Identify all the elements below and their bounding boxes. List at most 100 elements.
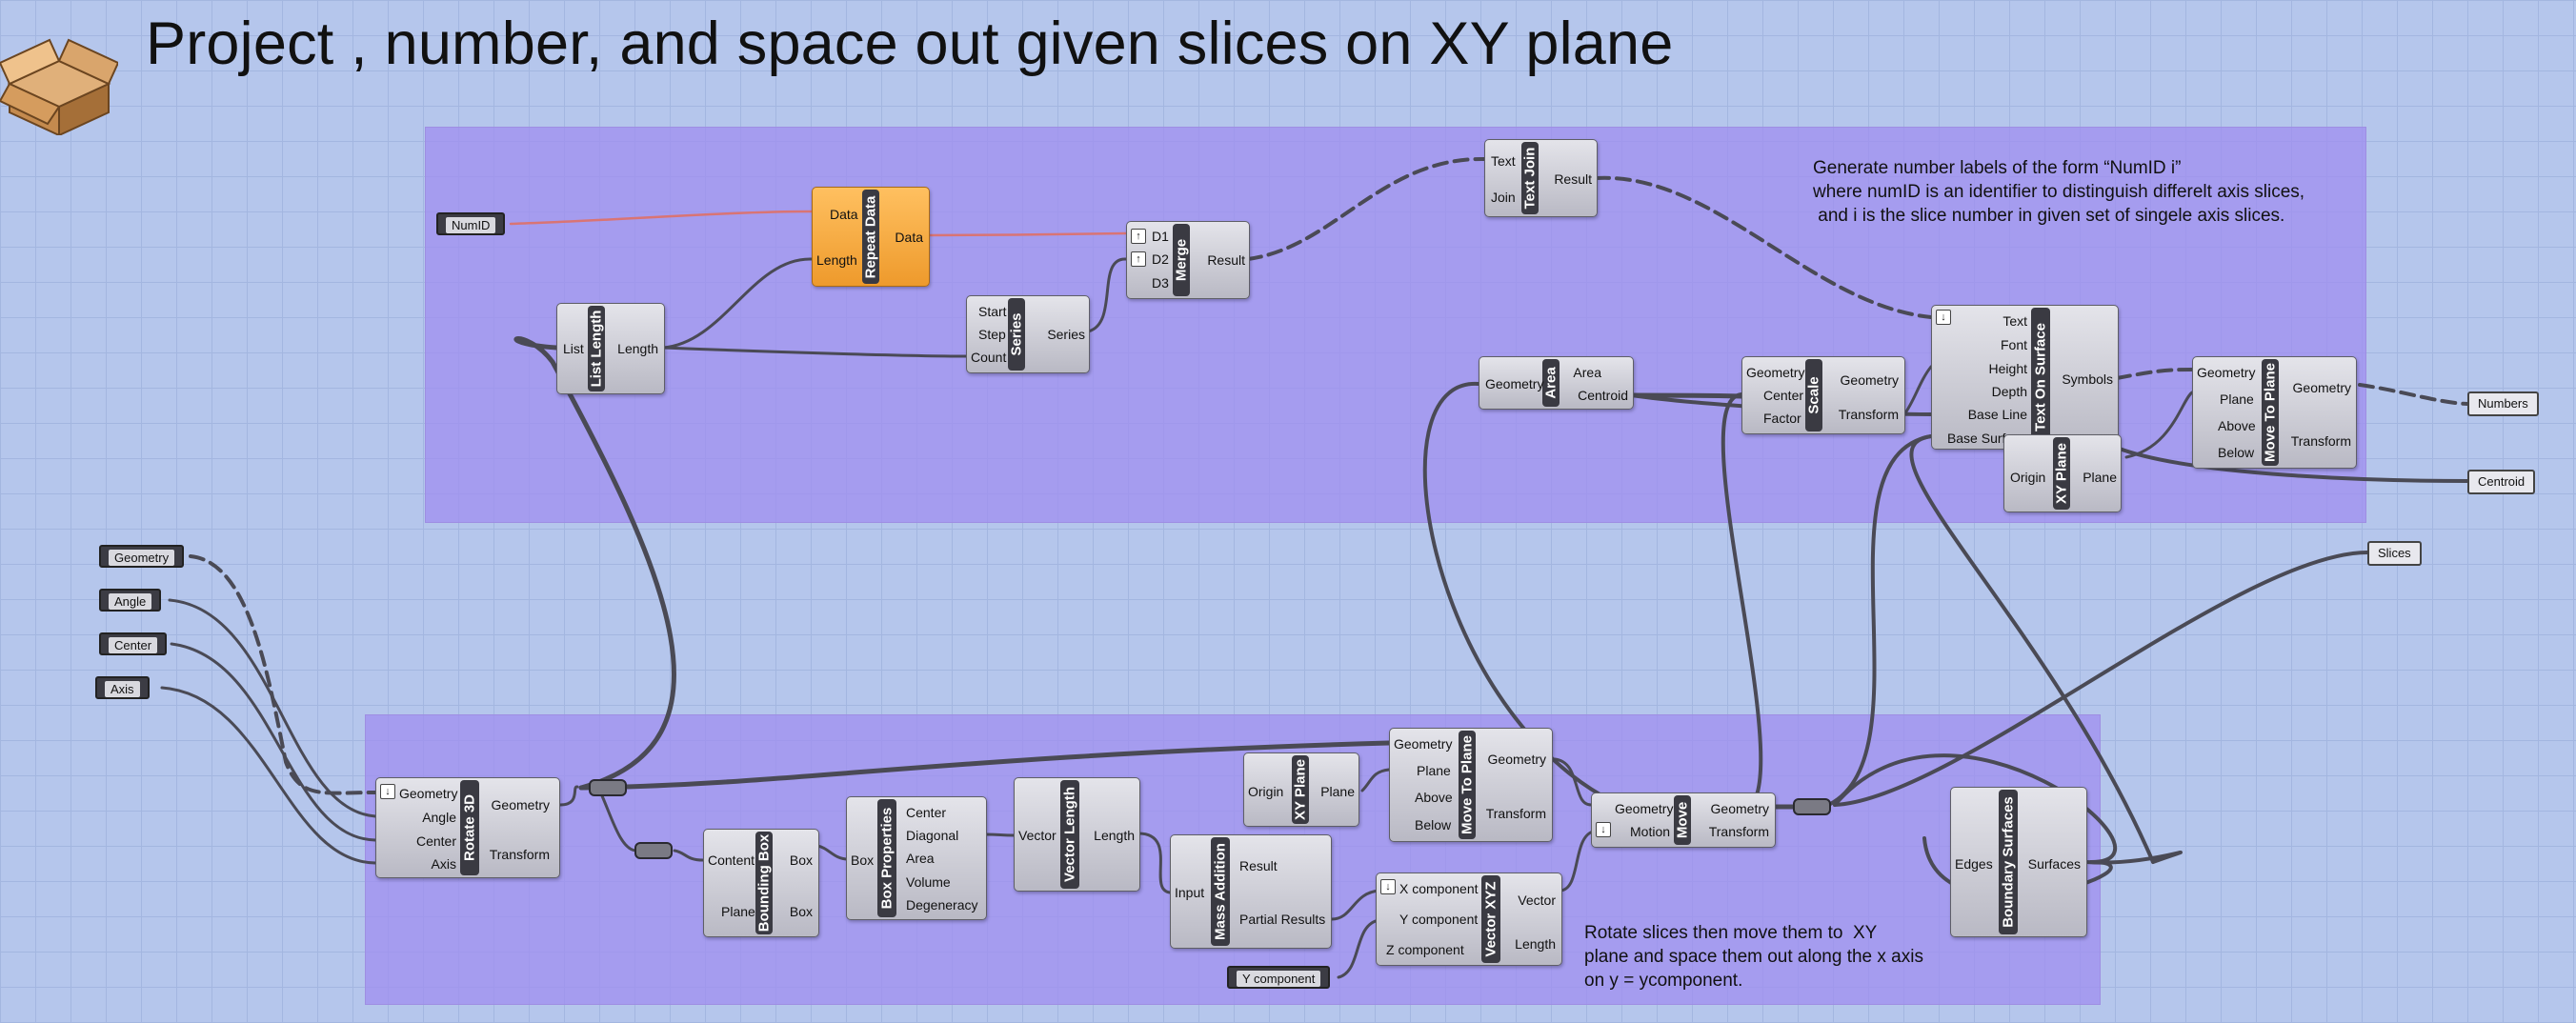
input-port-label: Geometry [1746, 365, 1805, 380]
relay-node[interactable] [634, 842, 673, 859]
input-port-label: Start [978, 304, 1007, 319]
output-port-label: Plane [1320, 784, 1355, 799]
output-slices[interactable]: Slices [2367, 541, 2422, 566]
component-title: Vector XYZ [1481, 875, 1500, 963]
component-text-on-surface[interactable]: Text On Surface ↓ Text Font Height Depth… [1931, 305, 2119, 450]
flatten-flag-icon: ↓ [1380, 879, 1396, 894]
input-port-label: D2 [1152, 251, 1169, 267]
component-bounding-box[interactable]: Bounding Box Content Plane Box Box [703, 829, 819, 937]
component-boundary-surfaces[interactable]: Boundary Surfaces Edges Surfaces [1950, 787, 2087, 937]
output-port-label: Volume [906, 874, 951, 890]
input-port-label: Center [1763, 388, 1804, 403]
component-title: Mass Addition [1211, 837, 1230, 946]
wire [189, 554, 377, 795]
component-merge[interactable]: Merge ↑ ↑ D1 D2 D3 Result [1126, 221, 1250, 299]
component-xy-plane-top[interactable]: XY Plane Origin Plane [2003, 434, 2122, 512]
param-ycomponent[interactable]: Y component [1227, 966, 1331, 989]
page-title: Project , number, and space out given sl… [146, 10, 1674, 77]
output-port-label: Surfaces [2027, 856, 2081, 872]
output-centroid[interactable]: Centroid [2467, 470, 2536, 494]
output-port-label: Geometry [2292, 380, 2351, 395]
component-vector-length[interactable]: Vector Length Vector Length [1014, 777, 1140, 892]
flatten-flag-icon: ↓ [1936, 310, 1951, 325]
component-title: Boundary Surfaces [1999, 790, 2018, 934]
output-slices-label: Slices [2378, 546, 2411, 560]
component-mass-addition[interactable]: Mass Addition Input Result Partial Resul… [1170, 834, 1332, 949]
relay-node[interactable] [589, 779, 627, 796]
relay-node[interactable] [1793, 798, 1831, 815]
param-center[interactable]: Center [99, 632, 168, 655]
output-port-label: Center [906, 805, 947, 820]
input-port-label: Above [2218, 418, 2256, 433]
input-port-label: Data [830, 207, 858, 222]
output-port-label: Result [1207, 252, 1245, 268]
graft-flag-icon: ↑ [1131, 229, 1146, 244]
param-geometry[interactable]: Geometry [99, 545, 185, 568]
param-axis[interactable]: Axis [95, 676, 150, 699]
component-scale[interactable]: Scale Geometry Center Factor Geometry Tr… [1741, 356, 1905, 434]
output-port-label: Geometry [1710, 801, 1769, 816]
input-port-label: List [563, 341, 584, 356]
output-port-label: Geometry [491, 797, 550, 812]
input-port-label: Angle [422, 810, 456, 825]
output-port-label: Result [1554, 171, 1592, 187]
component-title: Scale [1805, 359, 1822, 431]
component-list-length[interactable]: List Length List Length [556, 303, 665, 394]
param-numid-label: NumID [446, 217, 496, 233]
wire [160, 686, 377, 865]
output-port-label: Partial Results [1239, 912, 1326, 927]
output-port-label: Geometry [1487, 752, 1546, 767]
output-port-label: Symbols [2062, 371, 2113, 387]
component-repeat-data[interactable]: Repeat Data Data Length Data [812, 187, 930, 287]
component-rotate3d[interactable]: Rotate 3D ↓ Geometry Angle Center Axis G… [375, 777, 560, 878]
component-xy-plane-bottom[interactable]: XY Plane Origin Plane [1243, 752, 1359, 827]
component-area[interactable]: Area Geometry Area Centroid [1479, 356, 1634, 410]
component-move-to-plane-bottom[interactable]: Move To Plane Geometry Plane Above Below… [1389, 728, 1553, 842]
output-port-label: Vector [1518, 893, 1556, 908]
output-port-label: Geometry [1840, 372, 1899, 388]
output-port-label: Degeneracy [906, 897, 978, 913]
param-axis-label: Axis [105, 681, 140, 697]
component-title: Merge [1173, 224, 1190, 296]
input-port-label: Y component [1399, 912, 1479, 927]
input-port-label: Below [1415, 817, 1452, 832]
input-port-label: Step [978, 327, 1006, 342]
output-port-label: Length [617, 341, 658, 356]
param-angle-label: Angle [109, 593, 152, 610]
flatten-flag-icon: ↓ [380, 784, 395, 799]
wire [170, 642, 377, 842]
input-port-label: Geometry [1394, 736, 1453, 752]
component-title: XY Plane [2053, 437, 2070, 510]
wire [2358, 383, 2469, 406]
param-angle[interactable]: Angle [99, 589, 162, 612]
input-port-label: Plane [2220, 391, 2254, 407]
input-port-label: Length [816, 252, 857, 268]
output-port-label: Data [895, 230, 923, 245]
input-port-label: Geometry [2197, 365, 2256, 380]
component-title: Bounding Box [755, 832, 773, 934]
component-text-join[interactable]: Text Join Text Join Result [1484, 139, 1598, 217]
box-logo-icon [0, 38, 118, 135]
component-move-to-plane-top[interactable]: Move To Plane Geometry Plane Above Below… [2192, 356, 2357, 469]
input-port-label: Geometry [399, 786, 458, 801]
component-box-properties[interactable]: Box Properties Box Center Diagonal Area … [846, 796, 987, 920]
graft-flag-icon: ↑ [1131, 251, 1146, 267]
output-centroid-label: Centroid [2478, 474, 2526, 489]
input-port-label: Edges [1955, 856, 1993, 872]
output-port-label: Length [1094, 828, 1135, 843]
output-port-label: Box [789, 852, 813, 868]
component-title: Move [1674, 795, 1691, 845]
component-vector-xyz[interactable]: Vector XYZ ↓ X component Y component Z c… [1376, 873, 1562, 966]
component-series[interactable]: Series Start Step Count Series [966, 295, 1090, 373]
output-port-label: Transform [1708, 824, 1769, 839]
input-port-label: D3 [1152, 275, 1169, 291]
input-port-label: Motion [1630, 824, 1671, 839]
input-port-label: Count [971, 350, 1007, 365]
param-numid[interactable]: NumID [436, 212, 506, 235]
input-port-label: Plane [721, 904, 755, 919]
output-numbers[interactable]: Numbers [2467, 391, 2539, 416]
output-port-label: Result [1239, 858, 1278, 873]
input-port-label: Input [1175, 885, 1205, 900]
component-move[interactable]: Move ↓ Geometry Motion Geometry Transfor… [1591, 792, 1776, 848]
input-port-label: Depth [1991, 384, 2027, 399]
